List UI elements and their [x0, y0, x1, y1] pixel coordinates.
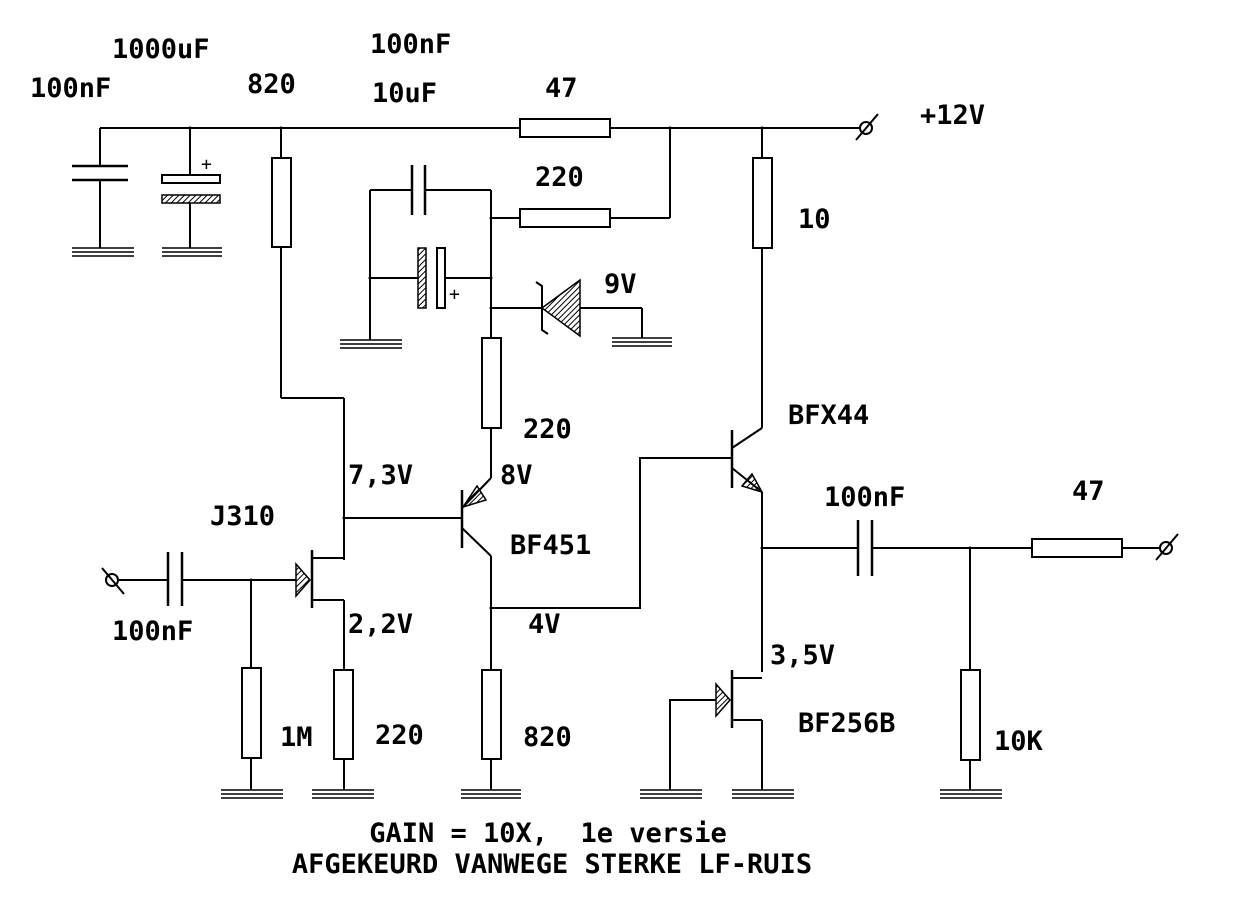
ground-icon — [640, 789, 702, 799]
label-100nf-decoupling: 100nF — [30, 73, 111, 104]
label-100nf-top: 100nF — [370, 29, 451, 60]
resistor-10-collector — [752, 128, 773, 428]
ground-icon — [221, 789, 283, 799]
label-voltage-4v: 4V — [528, 609, 561, 640]
label-10-ohm: 10 — [798, 204, 831, 235]
label-voltage-7-3v: 7,3V — [348, 460, 413, 491]
output-terminal-icon — [1155, 533, 1179, 561]
label-voltage-3-5v: 3,5V — [770, 640, 835, 671]
caption-line-2: AFGEKEURD VANWEGE STERKE LF-RUIS — [292, 849, 812, 880]
ground-icon — [461, 789, 521, 799]
capacitor-10uf-electrolytic: + — [370, 247, 491, 309]
ground-icon — [312, 789, 374, 799]
resistor-1m-gate — [241, 580, 262, 790]
label-voltage-8v: 8V — [500, 460, 533, 491]
label-100nf-output: 100nF — [824, 482, 905, 513]
ground-icon — [162, 247, 222, 257]
label-bf256b: BF256B — [798, 708, 896, 739]
polarity-plus-icon: + — [201, 154, 212, 175]
resistor-47-supply — [519, 118, 611, 138]
transistor-bfx44 — [730, 427, 764, 672]
transistor-bf256b — [669, 670, 763, 790]
supply-terminal-icon — [855, 113, 879, 141]
label-1m: 1M — [280, 722, 313, 753]
transistor-bf451 — [344, 470, 492, 670]
label-47-output: 47 — [1072, 476, 1105, 507]
zener-diode-9v — [491, 278, 643, 338]
ground-icon — [732, 789, 794, 799]
junction-dots — [188, 126, 972, 610]
caption-line-1: GAIN = 10X, 1e versie — [369, 818, 727, 849]
label-820-collector: 820 — [523, 722, 572, 753]
ground-icon — [340, 339, 402, 349]
label-220-upper: 220 — [535, 162, 584, 193]
capacitor-100nf-input — [118, 552, 184, 606]
label-1000uf: 1000uF — [112, 34, 210, 65]
label-zener-9v: 9V — [604, 269, 637, 300]
label-100nf-input: 100nF — [112, 616, 193, 647]
label-supply-12v: +12V — [920, 100, 985, 131]
capacitor-100nf-output — [762, 520, 1032, 576]
label-220-emitter: 220 — [523, 414, 572, 445]
label-bf451: BF451 — [510, 530, 591, 561]
polarity-plus-icon: + — [449, 284, 460, 305]
resistor-47-output — [1031, 538, 1123, 558]
label-voltage-2-2v: 2,2V — [348, 609, 413, 640]
resistor-820-collector — [481, 669, 502, 790]
resistor-820-drain — [271, 128, 345, 560]
resistor-220-source — [333, 669, 354, 790]
label-10k: 10K — [994, 726, 1044, 757]
resistor-10k-load — [960, 548, 981, 790]
label-10uf: 10uF — [372, 78, 437, 109]
resistor-220-upper — [519, 208, 611, 228]
ground-icon — [612, 337, 672, 347]
label-j310: J310 — [210, 501, 275, 532]
wire — [491, 457, 732, 609]
ground-icon — [940, 789, 1002, 799]
capacitor-100nf-bypass — [369, 165, 491, 340]
transistor-j310 — [182, 550, 345, 670]
label-47-supply: 47 — [545, 73, 578, 104]
label-820-top: 820 — [247, 69, 296, 100]
label-220-source: 220 — [375, 720, 424, 751]
resistor-220-emitter — [481, 337, 502, 470]
capacitor-100nf-decoupling — [72, 128, 128, 248]
ground-icon — [72, 247, 134, 257]
label-bfx44: BFX44 — [788, 400, 869, 431]
capacitor-1000uf-electrolytic: + — [161, 128, 221, 248]
